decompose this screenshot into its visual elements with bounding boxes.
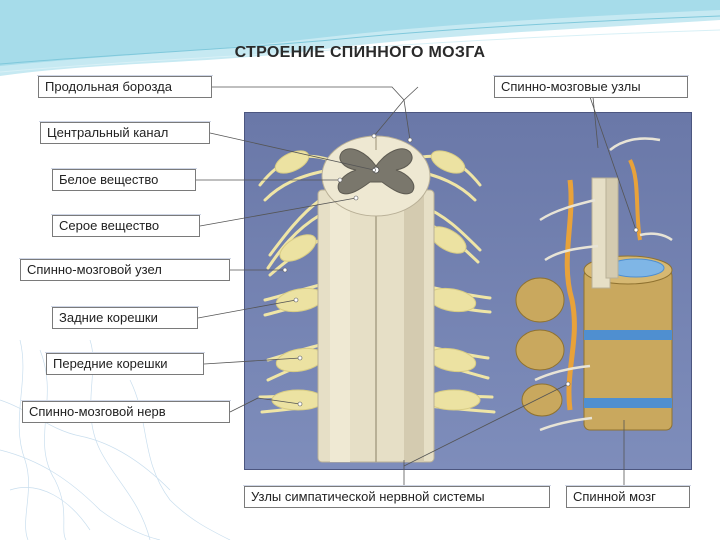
label-dorsal-roots: Задние корешки — [51, 306, 199, 329]
spinal-cord-body — [317, 135, 435, 463]
label-sympathetic-nodes: Узлы симпатической нервной системы — [243, 485, 551, 508]
label-spinal-ganglion: Спинно-мозговой узел — [19, 258, 231, 281]
leader-dots — [282, 133, 639, 407]
vertebral-column — [515, 137, 673, 432]
label-spinal-cord: Спинной мозг — [565, 485, 691, 508]
label-central-canal: Центральный канал — [39, 121, 211, 144]
header-swoosh-decoration — [0, 0, 720, 76]
label-ventral-roots: Передние корешки — [45, 352, 205, 375]
slide-title: СТРОЕНИЕ СПИННОГО МОЗГА — [234, 44, 486, 61]
left-ganglia — [271, 150, 325, 411]
label-gray-matter: Серое вещество — [51, 214, 201, 237]
label-spinal-nerve: Спинно-мозговой нерв — [21, 400, 231, 423]
label-white-matter: Белое вещество — [51, 168, 197, 191]
label-longitudinal-groove: Продольная борозда — [37, 75, 213, 98]
leader-lines — [196, 86, 637, 486]
label-spinal-ganglia: Спинно-мозговые узлы — [493, 75, 689, 98]
